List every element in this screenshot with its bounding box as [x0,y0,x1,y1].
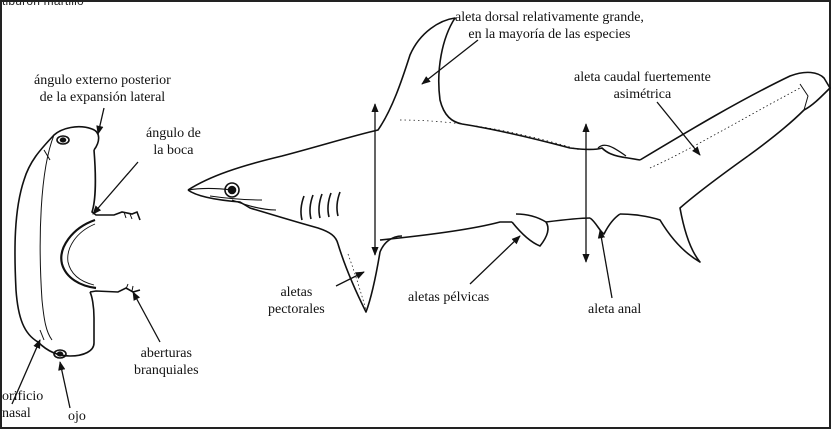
label-angulo-externo: ángulo externo posterior de la expansión… [34,72,171,106]
label-aleta-anal: aleta anal [588,301,641,318]
label-aberturas-branquiales: aberturas branquiales [134,345,199,379]
label-aleta-caudal: aleta caudal fuertemente asimétrica [574,69,711,103]
label-aletas-pectorales: aletas pectorales [268,284,325,318]
head-ventral-view [15,127,140,358]
label-aleta-dorsal: aleta dorsal relativamente grande, en la… [455,9,644,43]
label-orificio-nasal: orificio nasal [2,388,43,422]
label-angulo-boca: ángulo de la boca [146,125,201,159]
label-ojo: ojo [68,408,86,425]
shark-body-lateral [188,18,830,312]
label-aletas-pelvicas: aletas pélvicas [408,289,489,306]
